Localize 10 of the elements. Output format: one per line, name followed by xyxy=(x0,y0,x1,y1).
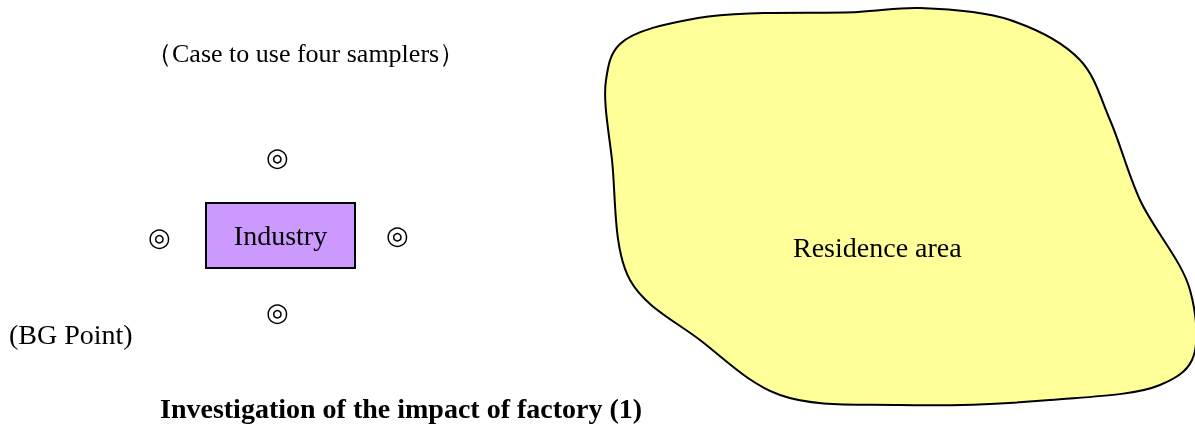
sampler-mark: ◎ xyxy=(266,297,289,329)
sampler-mark: ◎ xyxy=(266,142,289,174)
industry-box xyxy=(205,202,356,269)
note-text: （Case to use four samplers） xyxy=(146,38,466,70)
caption: Investigation of the impact of factory (1) xyxy=(160,392,643,426)
sampler-mark: ◎ xyxy=(148,222,171,254)
sampler-mark: ◎ xyxy=(386,220,409,252)
region-label: Residence area xyxy=(793,232,962,264)
box-label: Industry xyxy=(233,219,328,252)
point-label: (BG Point) xyxy=(9,318,133,352)
